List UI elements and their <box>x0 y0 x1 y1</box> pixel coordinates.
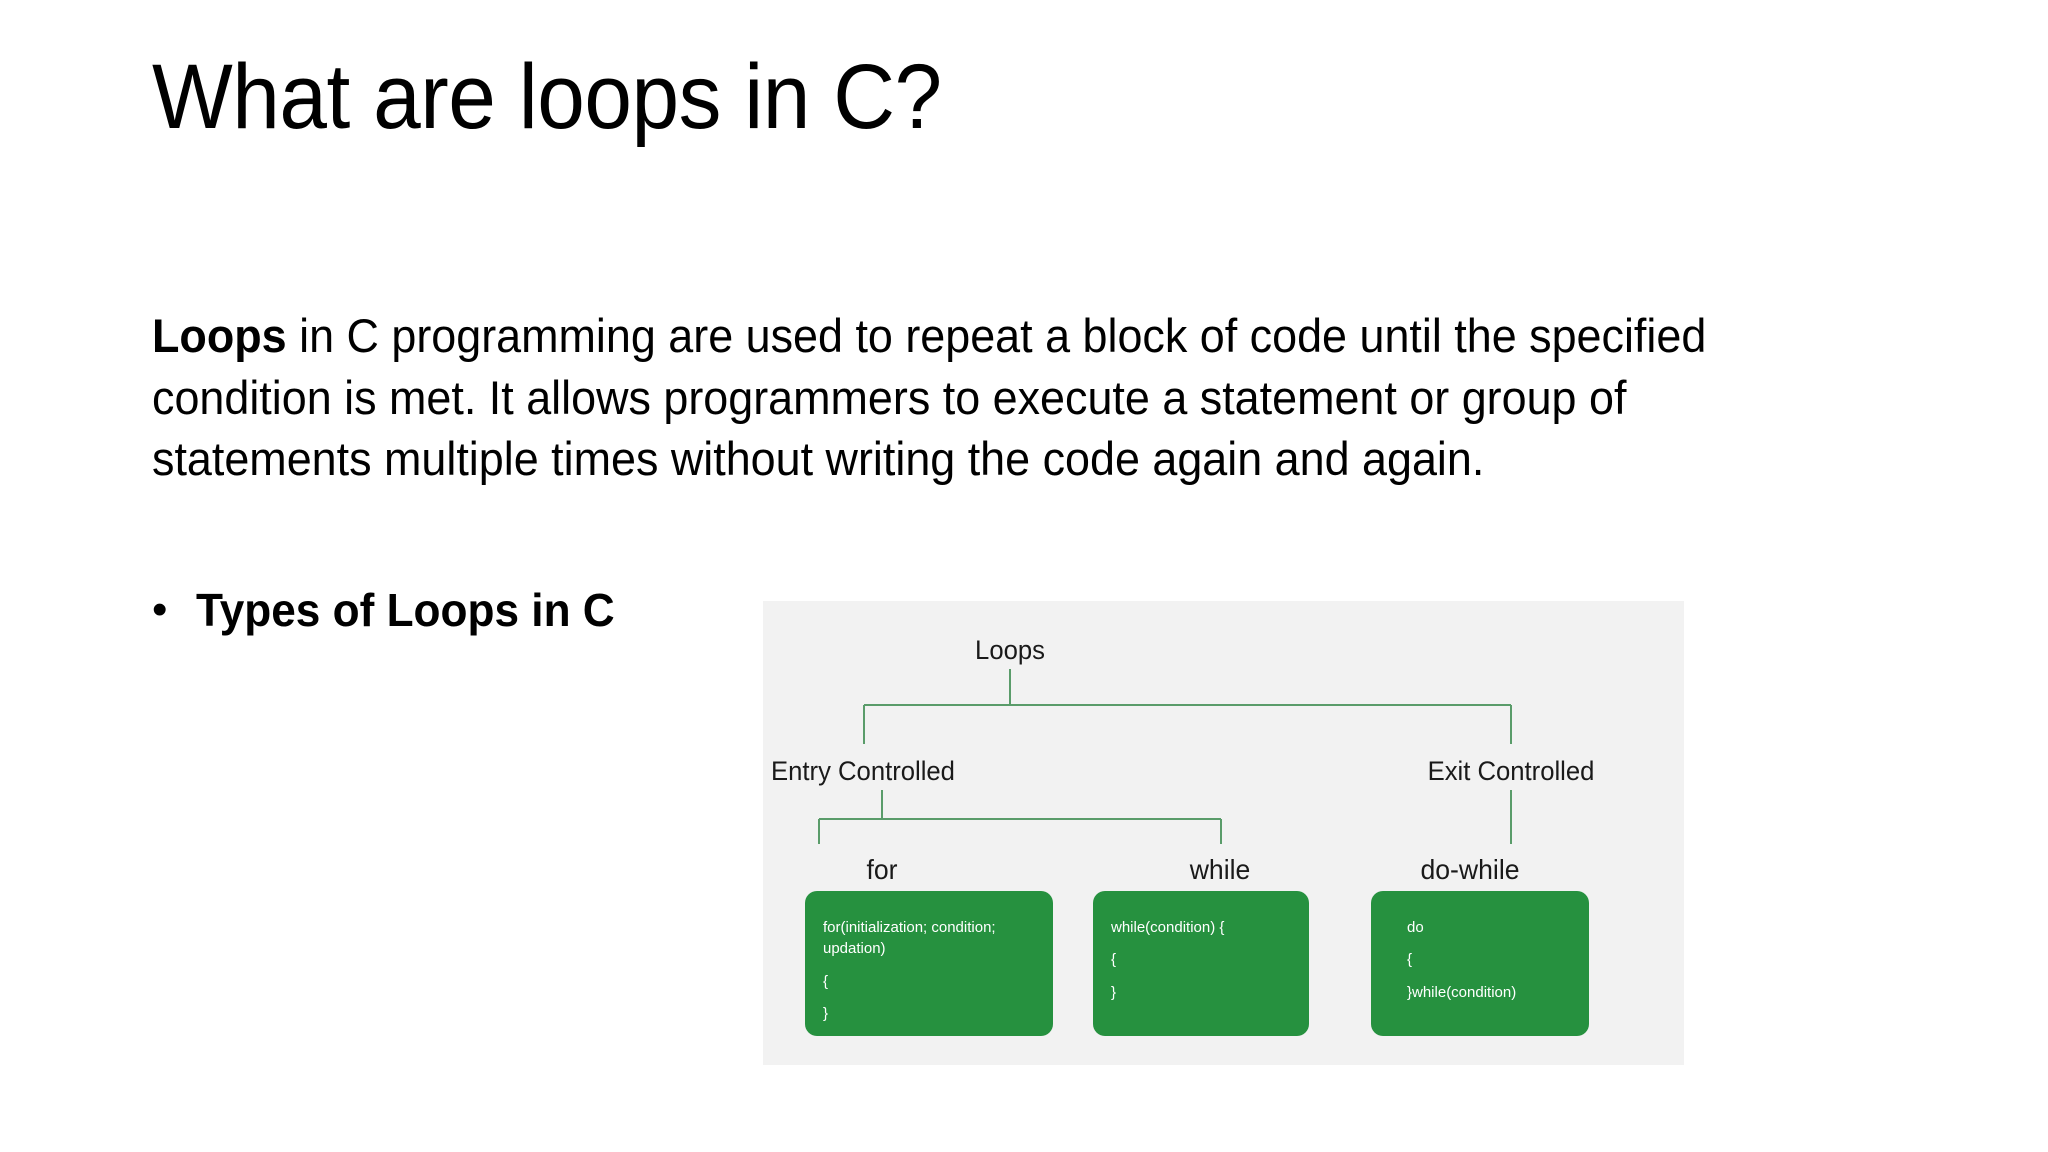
code-line: { <box>1407 951 1413 969</box>
code-card-do-while: do { }while(condition) <box>1371 891 1589 1036</box>
code-line: } <box>1111 983 1117 1001</box>
code-card-while: while(condition) { { } <box>1093 891 1309 1036</box>
code-line: } <box>823 1004 829 1022</box>
diagram-node-while: while <box>1189 854 1251 885</box>
body-text-block: Loops in C programming are used to repea… <box>152 305 1882 490</box>
code-line: for(initialization; condition; updation) <box>823 919 1000 958</box>
code-line: do <box>1407 919 1424 936</box>
page-title: What are loops in C? <box>152 46 942 148</box>
diagram-node-loops: Loops <box>975 635 1045 665</box>
bullet-list-item: • Types of Loops in C <box>152 582 632 640</box>
diagram-node-entry-controlled: Entry Controlled <box>771 756 955 786</box>
body-rest-text: in C programming are used to repeat a bl… <box>152 309 1707 486</box>
bullet-item-label: Types of Loops in C <box>196 584 615 636</box>
diagram-connector-lines <box>817 669 1513 844</box>
loops-taxonomy-diagram: Loops Entry Controlled Exit Controlled f… <box>763 601 1684 1065</box>
diagram-node-exit-controlled: Exit Controlled <box>1427 756 1595 786</box>
code-line: }while(condition) <box>1407 983 1517 1001</box>
code-line: { <box>1111 951 1117 969</box>
code-line: while(condition) { <box>1111 919 1225 936</box>
diagram-node-do-while: do-while <box>1420 854 1520 885</box>
code-card-for: for(initialization; condition; updation)… <box>805 891 1053 1036</box>
diagram-node-for: for <box>866 854 898 885</box>
body-paragraph: Loops in C programming are used to repea… <box>152 305 1804 490</box>
body-lead-word: Loops <box>152 309 287 362</box>
bullet-marker-icon: • <box>152 585 168 634</box>
code-line: { <box>823 972 829 990</box>
